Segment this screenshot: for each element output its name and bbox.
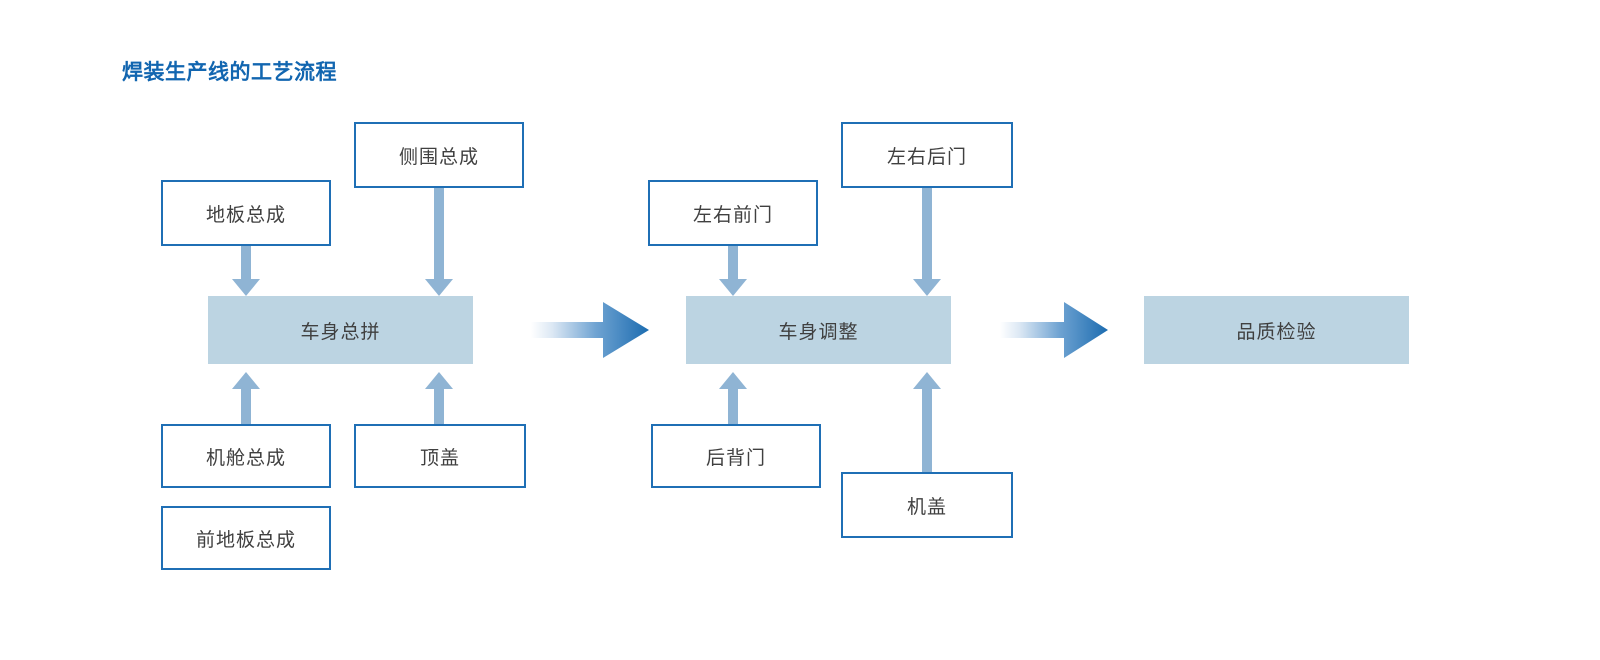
node-body-adjustment[interactable]: 车身调整 — [686, 296, 951, 364]
node-label: 机舱总成 — [205, 447, 286, 469]
arrow-hood-to-adjustment — [913, 372, 941, 472]
node-label: 机盖 — [906, 496, 947, 518]
node-label: 地板总成 — [205, 204, 286, 226]
connector-adjustment-to-inspection — [1000, 300, 1108, 360]
node-hood[interactable]: 机盖 — [841, 472, 1013, 538]
node-body-framing[interactable]: 车身总拼 — [208, 296, 473, 364]
arrow-front-doors-to-adjustment — [719, 246, 747, 296]
node-label: 左右后门 — [886, 146, 967, 168]
node-label: 前地板总成 — [195, 529, 296, 551]
node-label: 侧围总成 — [398, 146, 479, 168]
node-label: 品质检验 — [1236, 321, 1317, 343]
arrow-floor-to-framing — [232, 246, 260, 296]
node-tailgate[interactable]: 后背门 — [651, 424, 821, 488]
arrow-rear-doors-to-adjustment — [913, 188, 941, 296]
arrow-tailgate-to-adjustment — [719, 372, 747, 424]
node-engine-bay-assembly[interactable]: 机舱总成 — [161, 424, 331, 488]
arrow-roof-to-framing — [425, 372, 453, 424]
node-label: 后背门 — [705, 447, 766, 469]
node-front-floor-assembly[interactable]: 前地板总成 — [161, 506, 331, 570]
node-floor-assembly[interactable]: 地板总成 — [161, 180, 331, 246]
node-rear-doors[interactable]: 左右后门 — [841, 122, 1013, 188]
node-front-doors[interactable]: 左右前门 — [648, 180, 818, 246]
arrow-engine-bay-to-framing — [232, 372, 260, 424]
connector-framing-to-adjustment — [531, 300, 649, 360]
node-label: 顶盖 — [419, 447, 460, 469]
arrow-side-panel-to-framing — [425, 188, 453, 296]
node-label: 车身调整 — [778, 321, 859, 343]
node-roof-cover[interactable]: 顶盖 — [354, 424, 526, 488]
page-title: 焊装生产线的工艺流程 — [122, 61, 337, 84]
node-label: 左右前门 — [692, 204, 773, 226]
node-quality-inspection[interactable]: 品质检验 — [1144, 296, 1409, 364]
node-side-panel-assembly[interactable]: 侧围总成 — [354, 122, 524, 188]
node-label: 车身总拼 — [300, 321, 381, 343]
